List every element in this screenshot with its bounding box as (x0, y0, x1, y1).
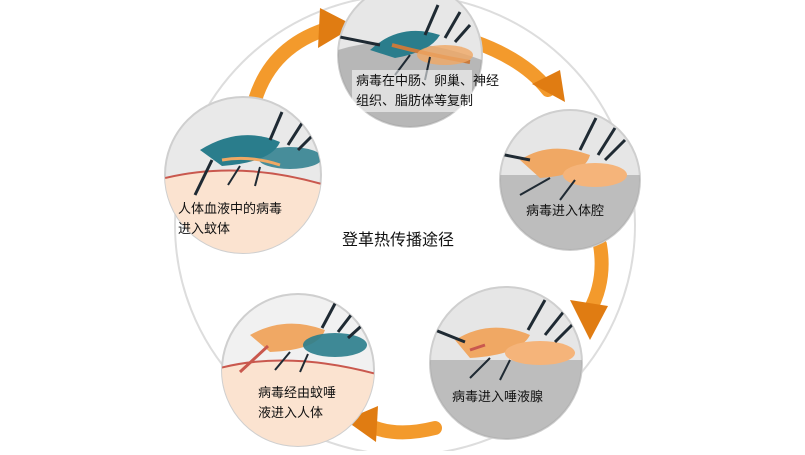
mosquito-icon (430, 299, 577, 381)
stage-circle-2 (499, 109, 641, 251)
stage-circle-3 (429, 286, 583, 440)
mosquito-icon (500, 117, 627, 201)
stage-1-caption-line-1: 病毒在中肠、卵巢、神经 (356, 74, 500, 89)
stage-circle-1 (337, 0, 483, 128)
stage-2-caption-line-1: 病毒进入体腔 (526, 204, 605, 219)
stage-circle-4 (221, 293, 375, 447)
stage-1-caption-line-2: 组织、脂肪体等复制 (356, 94, 474, 109)
arrow-icon-right-to-bottomright (570, 238, 609, 340)
stage-4-caption-line-2: 液进入人体 (258, 406, 324, 421)
cycle-arrows (248, 8, 609, 442)
stage-4-caption-line-1: 病毒经由蚊唾 (258, 386, 337, 401)
stage-5-caption: 人体血液中的病毒 进入蚊体 (178, 200, 282, 240)
mosquito-icon (193, 111, 321, 196)
stage-2-caption: 病毒进入体腔 (526, 202, 604, 222)
stage-3-caption-line-1: 病毒进入唾液腺 (452, 390, 544, 405)
diagram-title: 登革热传播途径 (342, 230, 455, 249)
stage-1-caption: 病毒在中肠、卵巢、神经 组织、脂肪体等复制 (356, 72, 499, 112)
arrow-icon-bottomright-to-bottomleft (345, 406, 442, 442)
mosquito-icon (238, 297, 370, 374)
stage-5-caption-line-1: 人体血液中的病毒 (178, 202, 283, 217)
stage-3-caption: 病毒进入唾液腺 (452, 388, 543, 408)
arrow-icon-top-to-right (468, 35, 565, 102)
stage-4-caption: 病毒经由蚊唾 液进入人体 (258, 384, 336, 424)
stage-5-caption-line-2: 进入蚊体 (178, 222, 231, 237)
stage-circle-5 (164, 96, 322, 254)
arrow-icon-left-to-top (248, 8, 355, 107)
cycle-ring (174, 0, 636, 455)
mosquito-icon (338, 4, 473, 81)
